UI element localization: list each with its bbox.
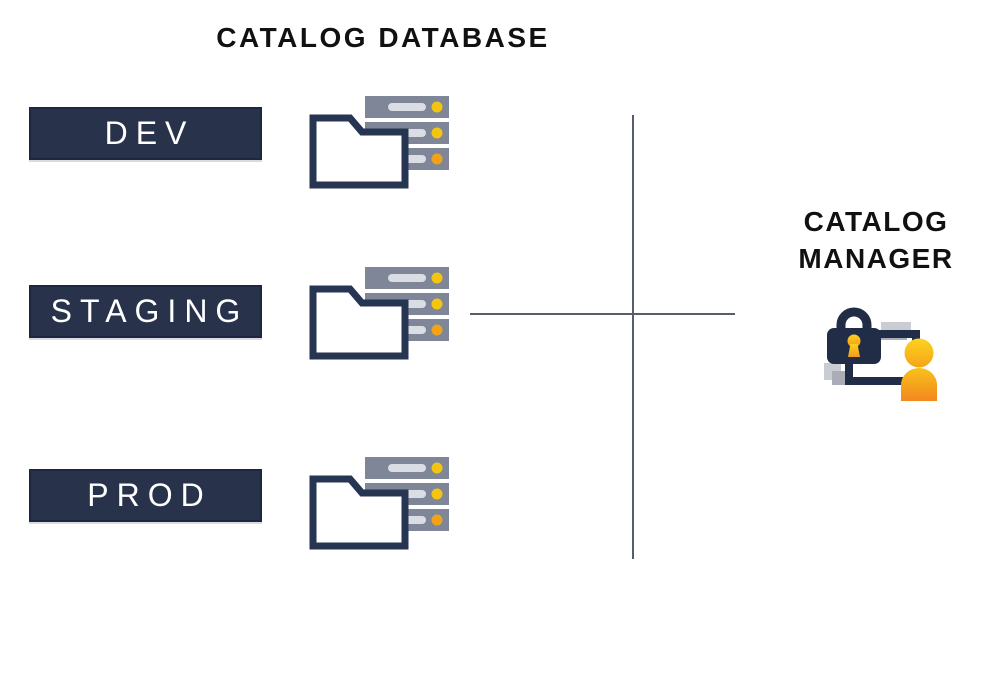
- env-box-staging: STAGING: [29, 285, 262, 338]
- folder-server-icon-staging: [305, 263, 455, 363]
- env-label-prod: PROD: [87, 477, 212, 513]
- horizontal-connector-line: [470, 313, 735, 315]
- folder-server-icon-dev: [305, 92, 455, 192]
- catalog-database-title: CATALOG DATABASE: [216, 22, 550, 53]
- env-label-dev: DEV: [104, 115, 195, 151]
- lock-user-icon: [824, 307, 937, 401]
- catalog-manager-line2: MANAGER: [798, 243, 954, 274]
- env-label-staging: STAGING: [50, 293, 249, 329]
- catalog-manager-title: CATALOG MANAGER: [776, 203, 976, 277]
- vertical-connector-line: [632, 115, 634, 559]
- catalog-manager-line1: CATALOG: [803, 206, 949, 237]
- folder-server-icon-prod: [305, 453, 455, 553]
- env-box-dev: DEV: [29, 107, 262, 160]
- env-box-prod: PROD: [29, 469, 262, 522]
